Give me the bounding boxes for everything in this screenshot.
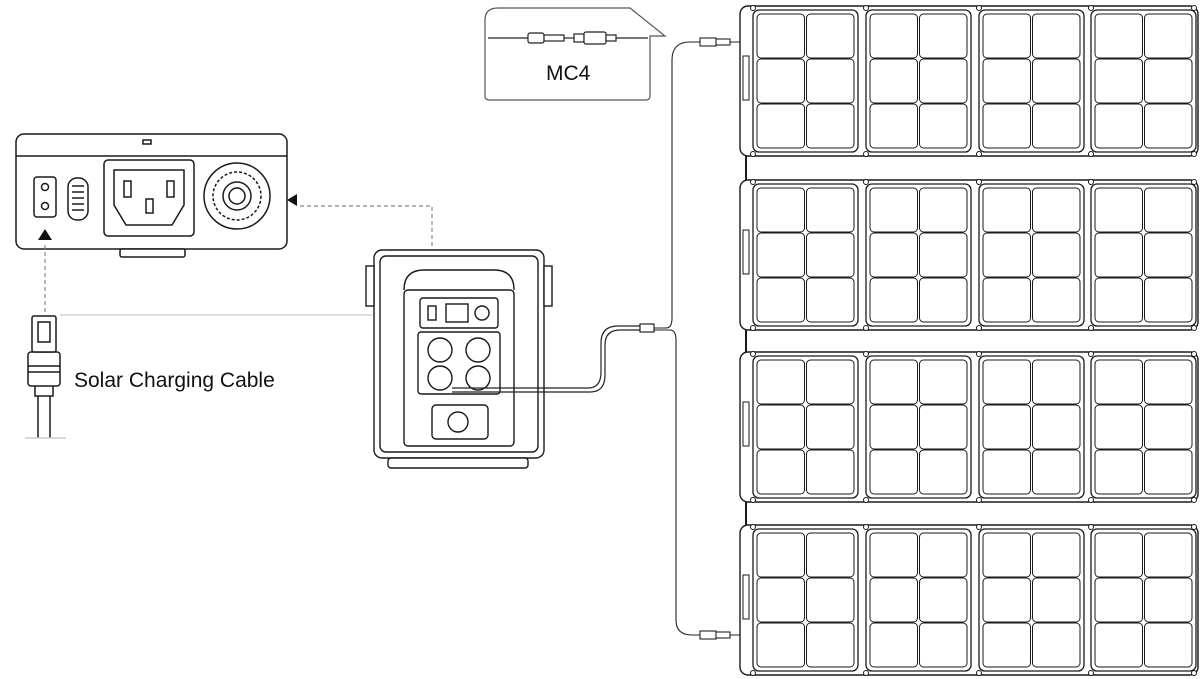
mc4-connector-icon	[488, 31, 648, 45]
solar-input-port-icon	[33, 176, 57, 218]
vent-icon	[67, 177, 89, 221]
arrow-icon	[287, 194, 297, 206]
solar-cable-plug-icon	[25, 315, 66, 439]
power-station-icon	[365, 249, 553, 469]
solar-panel-icon	[739, 179, 1199, 331]
arrow-icon	[38, 229, 52, 240]
round-port-icon	[203, 162, 271, 230]
solar-panel-icon	[739, 351, 1199, 503]
mc4-label: MC4	[546, 62, 591, 85]
ac-inlet-icon	[103, 159, 195, 237]
mc4-callout	[484, 7, 667, 101]
solar-cable-label: Solar Charging Cable	[74, 369, 275, 392]
solar-array	[739, 5, 1199, 676]
solar-panel-icon	[739, 524, 1199, 676]
solar-panel-icon	[739, 5, 1199, 157]
dashed-leader	[44, 205, 433, 320]
power-station-input-panel	[15, 133, 288, 258]
